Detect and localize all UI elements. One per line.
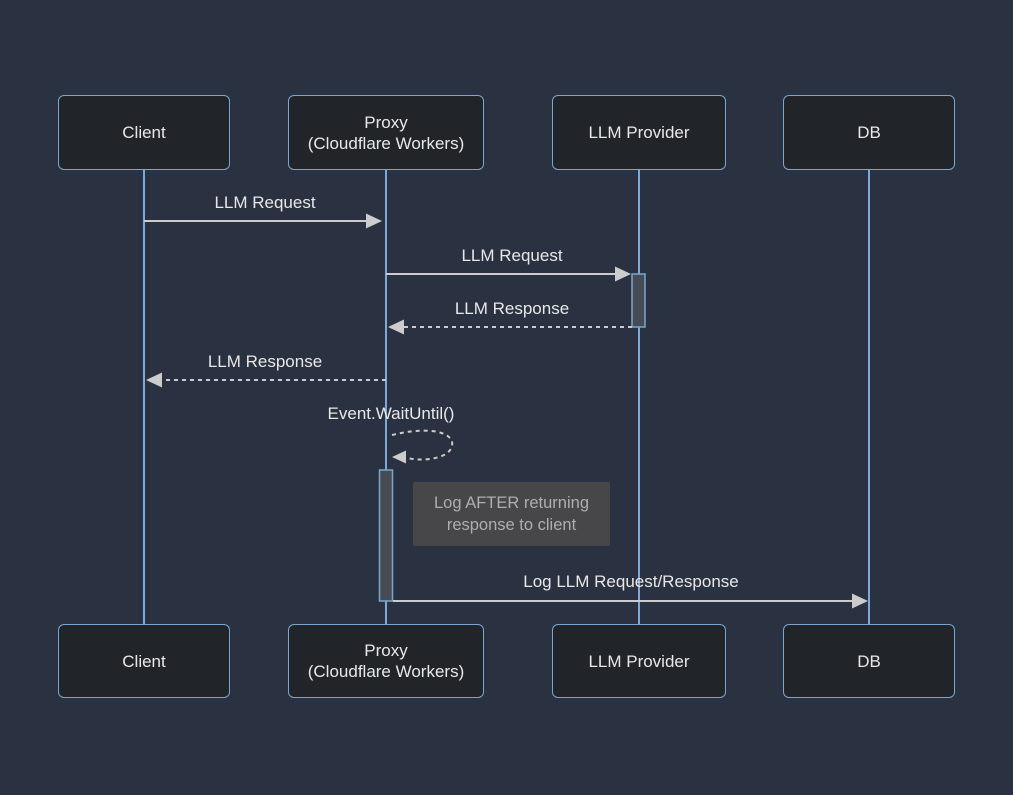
actor-label: LLM Provider (588, 651, 690, 671)
actor-label: Client (122, 651, 166, 671)
actor-label-line2: (Cloudflare Workers) (307, 133, 465, 153)
arrow-log-llm-request-response-proxy-to-db (393, 593, 868, 609)
activation-proxy (378, 469, 394, 602)
actor-bottom-db: DB (783, 624, 955, 698)
arrow-llm-request-client-to-proxy (144, 213, 382, 229)
arrow-llm-request-proxy-to-llm (386, 266, 631, 282)
arrow-llm-response-llm-to-proxy (388, 319, 632, 335)
actor-bottom-llm-provider: LLM Provider (552, 624, 726, 698)
arrow-llm-response-proxy-to-client (146, 372, 386, 388)
note-line1: Log AFTER returning (434, 494, 589, 512)
message-label-llm-response-2: LLM Response (207, 352, 323, 371)
message-label-log-llm-request-response: Log LLM Request/Response (523, 572, 739, 591)
activation-llm-provider (631, 273, 646, 328)
actor-label-line2: (Cloudflare Workers) (307, 662, 465, 681)
arrow-event-waituntil-self-loop (391, 429, 454, 464)
actor-bottom-client: Client (58, 624, 230, 698)
message-label-event-waituntil: Event.WaitUntil() (327, 404, 455, 423)
actor-bottom-proxy: Proxy (Cloudflare Workers) (288, 624, 484, 698)
actor-top-llm-provider: LLM Provider (552, 95, 726, 170)
note-log-after-returning: Log AFTER returning response to client (413, 482, 610, 546)
actor-label: LLM Provider (588, 123, 690, 142)
actor-label: Client (122, 123, 166, 142)
message-label-llm-response-1: LLM Response (454, 299, 570, 318)
actor-label-line1: Proxy (364, 112, 408, 132)
actor-label: DB (857, 123, 881, 142)
actor-label: DB (857, 651, 881, 671)
note-line2: response to client (446, 516, 577, 534)
actor-top-proxy: Proxy (Cloudflare Workers) (288, 95, 484, 170)
actor-label-line1: Proxy (364, 641, 408, 660)
message-label-llm-request-2: LLM Request (461, 246, 563, 265)
actor-top-db: DB (783, 95, 955, 170)
actor-top-client: Client (58, 95, 230, 170)
message-label-llm-request-1: LLM Request (214, 193, 316, 212)
